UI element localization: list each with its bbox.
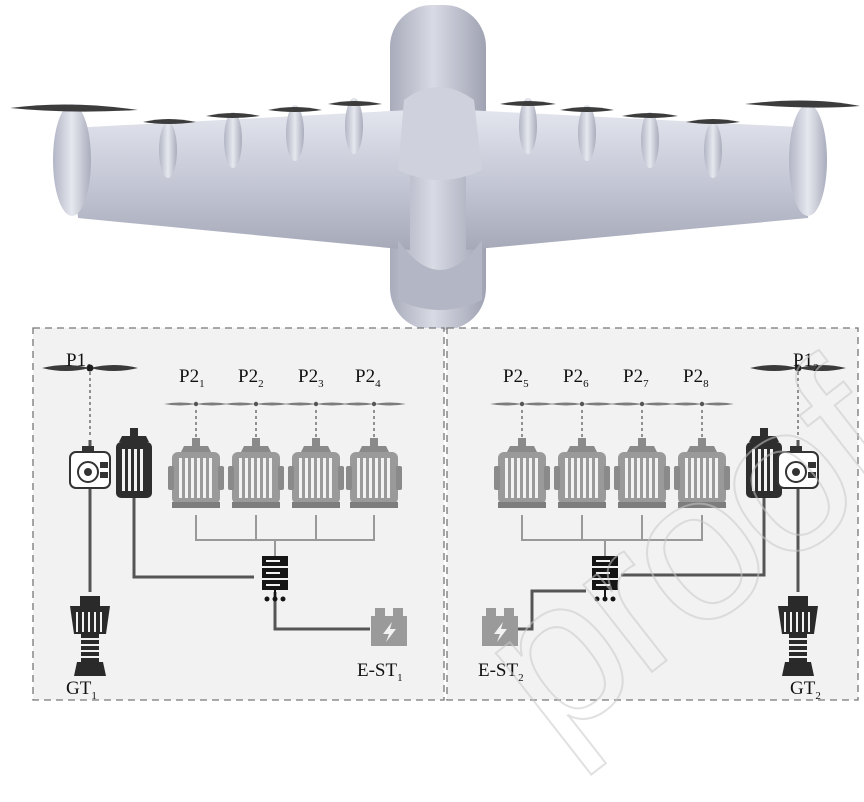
gearbox-right bbox=[778, 446, 818, 488]
generator-right bbox=[746, 428, 782, 498]
label-est-right: E-ST2 bbox=[478, 660, 524, 684]
wing-root-fairing bbox=[398, 87, 482, 180]
generator-left bbox=[116, 428, 152, 498]
aircraft-render bbox=[10, 5, 860, 330]
left-tip-pod bbox=[53, 104, 91, 216]
label-est-left: E-ST1 bbox=[357, 660, 403, 684]
right-tip-pod bbox=[789, 104, 827, 216]
gearbox-left bbox=[70, 446, 110, 488]
aircraft-powertrain-diagram: P11 P12 P21 P22 P23 P24 P25 P26 P27 P28 … bbox=[0, 0, 864, 710]
